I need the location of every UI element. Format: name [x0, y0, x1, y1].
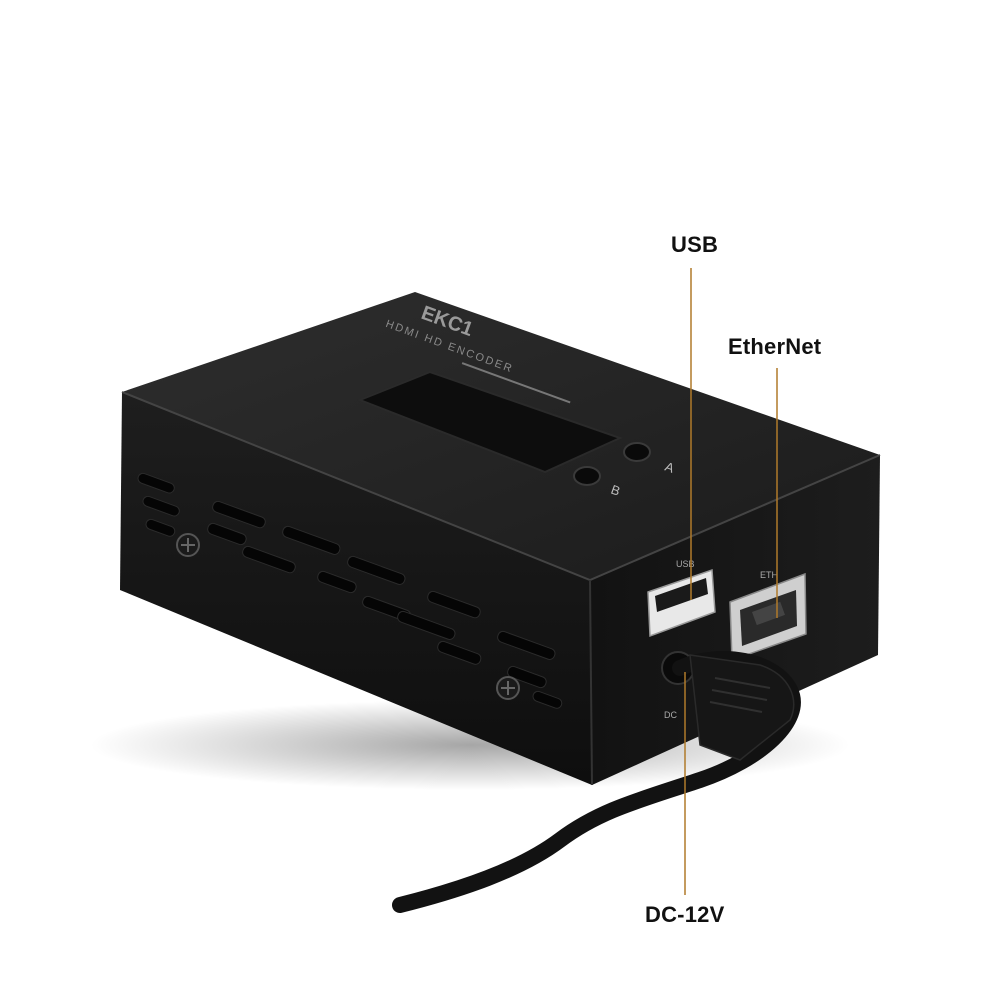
case-corner-edge [589, 579, 593, 786]
vent-slots [137, 472, 563, 709]
screw-left [176, 533, 200, 557]
callout-ethernet: EtherNet [728, 334, 822, 359]
usb-port-label: USB [676, 559, 695, 569]
screw-right [496, 676, 520, 700]
callout-dc: DC-12V [645, 902, 725, 927]
usb-port[interactable]: USB [647, 559, 716, 638]
power-cable [392, 651, 801, 913]
brand-underline [461, 362, 571, 404]
eth-port-label: ETH [760, 570, 778, 580]
dc-port-label: DC [664, 710, 677, 720]
ethernet-port[interactable]: ETH [729, 570, 807, 662]
oled-display [357, 370, 623, 474]
callout-usb: USB [671, 232, 719, 257]
